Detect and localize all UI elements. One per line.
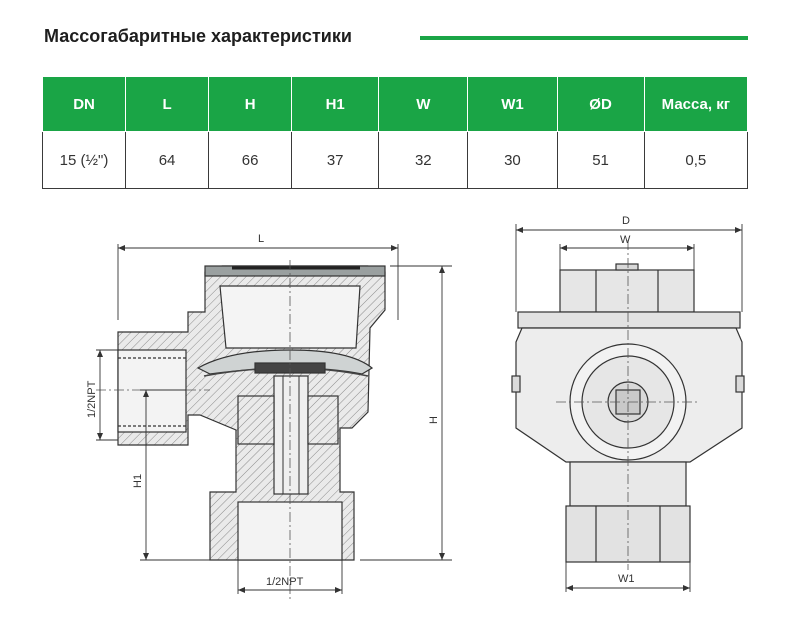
header-l: L	[125, 76, 210, 132]
cell-dn: 15 (½")	[41, 131, 127, 189]
table-row: 15 (½") 64 66 37 32 30 51 0,5	[41, 131, 749, 189]
page-header: Массогабаритные характеристики	[44, 26, 748, 50]
table-header-row: DN L H H1 W W1 ØD Масса, кг	[41, 76, 749, 132]
dim-label-bottom-port: 1/2NPT	[266, 576, 304, 588]
cell-mass: 0,5	[643, 131, 749, 189]
header-w: W	[378, 76, 469, 132]
header-h1: H1	[291, 76, 380, 132]
dim-label-h1: H1	[132, 474, 144, 488]
header-w1: W1	[467, 76, 558, 132]
cell-w1: 30	[467, 131, 558, 189]
header-h: H	[208, 76, 293, 132]
page-title: Массогабаритные характеристики	[44, 26, 352, 46]
cell-h: 66	[208, 131, 293, 189]
title-accent-rule	[420, 36, 748, 40]
dim-label-w1: W1	[618, 573, 635, 585]
cell-w: 32	[378, 131, 469, 189]
dim-label-h: H	[428, 416, 440, 424]
front-view	[511, 240, 745, 570]
cell-l: 64	[125, 131, 210, 189]
dim-label-side-port: 1/2NPT	[86, 380, 98, 418]
front-dimensions	[515, 224, 743, 592]
specs-table: DN L H H1 W W1 ØD Масса, кг 15 (½") 64 6…	[41, 76, 749, 189]
dim-label-l: L	[258, 233, 264, 245]
dim-label-d: D	[622, 215, 630, 227]
header-dn: DN	[41, 76, 127, 132]
header-mass: Масса, кг	[643, 76, 749, 132]
cell-diameter: 51	[556, 131, 645, 189]
cell-h1: 37	[291, 131, 380, 189]
header-diameter: ØD	[556, 76, 645, 132]
section-dimensions	[96, 244, 452, 594]
dim-label-w: W	[620, 234, 631, 246]
technical-drawing: L H 1/2NPT H1 1/2NPT	[86, 215, 745, 600]
section-view	[96, 260, 386, 600]
